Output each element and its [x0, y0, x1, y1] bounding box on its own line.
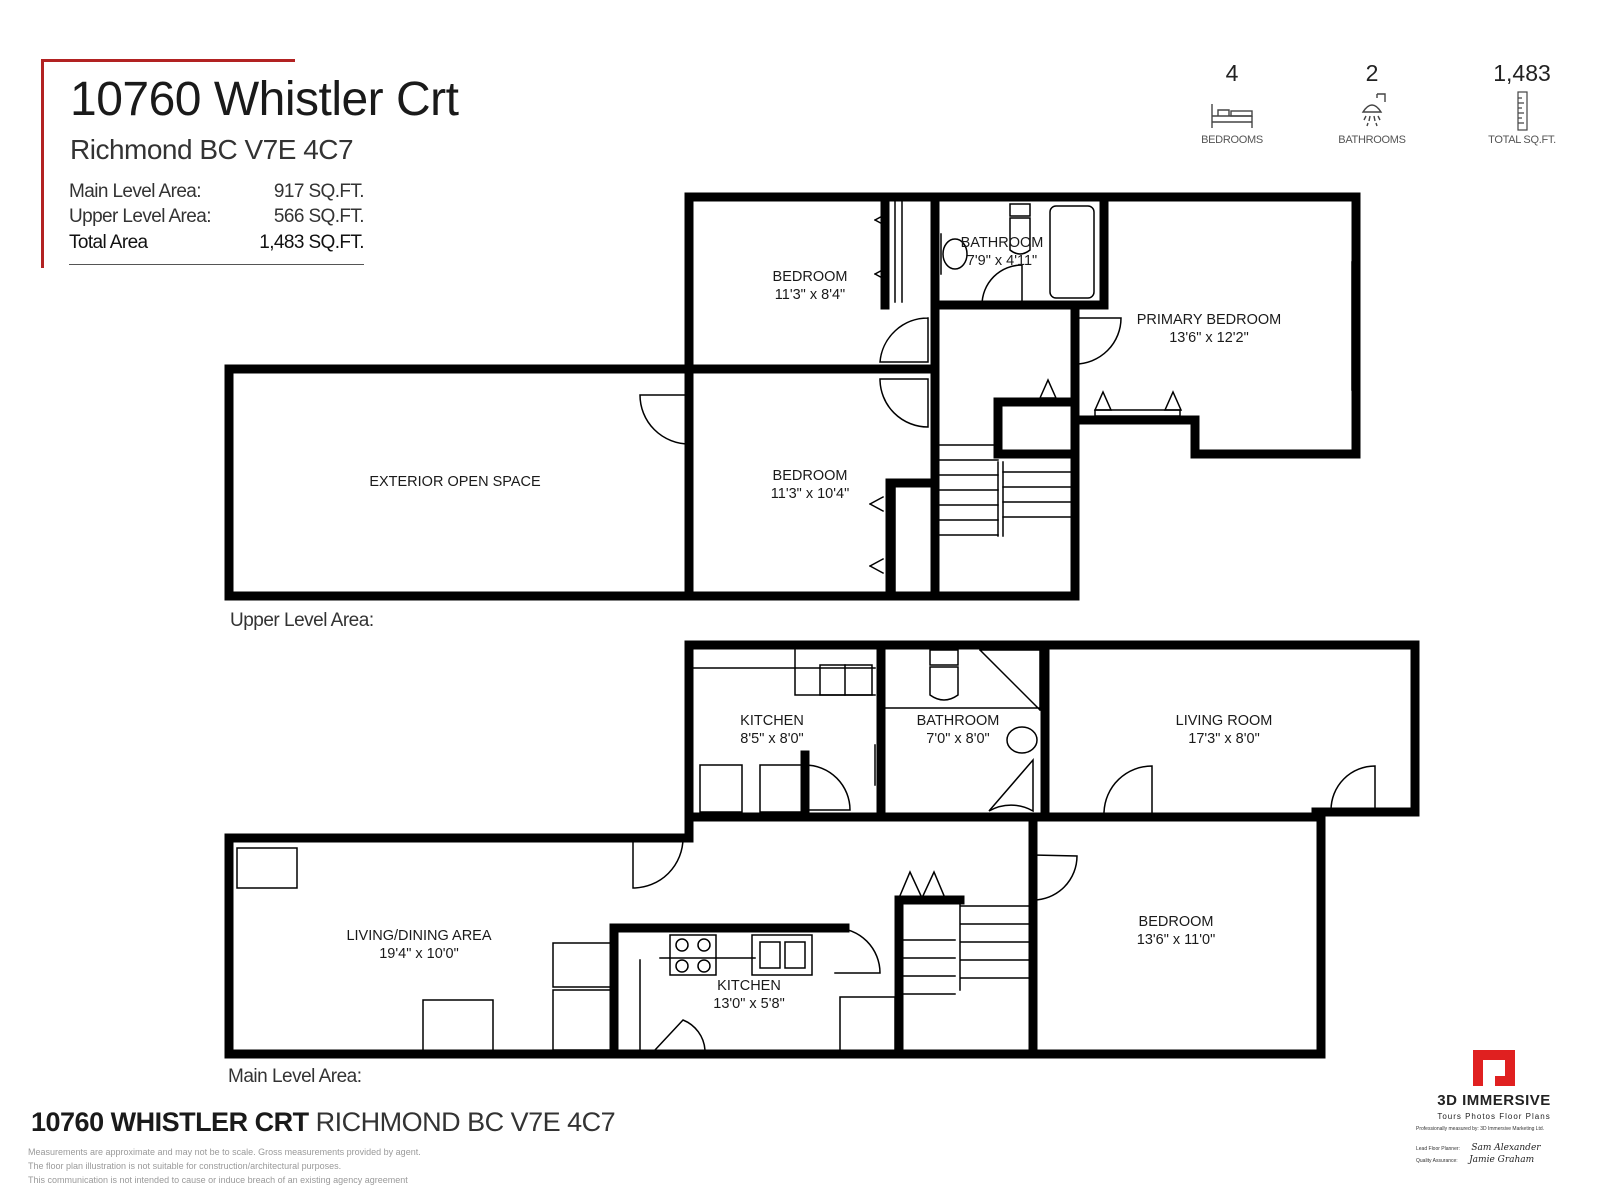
sqft-count: 1,483 — [1493, 60, 1551, 86]
area-divider — [69, 264, 364, 265]
room-label-primary-bedroom: PRIMARY BEDROOM — [1137, 312, 1282, 328]
quality-assurance: Quality Assurance: Jamie Graham — [1416, 1155, 1534, 1165]
footer-address-city: RICHMOND BC V7E 4C7 — [315, 1107, 616, 1137]
upper-level-caption: Upper Level Area: — [230, 610, 374, 631]
measured-by: Professionally measured by: 3D Immersive… — [1416, 1126, 1545, 1132]
main-level-caption: Main Level Area: — [228, 1066, 362, 1087]
room-label-bedroom-top: BEDROOM — [773, 269, 848, 285]
total-area-row: Total Area 1,483 SQ.FT. — [69, 232, 365, 254]
main-area-row: Main Level Area: 917 SQ.FT. — [69, 181, 365, 203]
bed-icon — [1162, 88, 1302, 134]
room-label-exterior: EXTERIOR OPEN SPACE — [369, 474, 541, 490]
room-label-bathroom-upper: BATHROOM — [961, 235, 1044, 251]
disclaimer-line-2: The floor plan illustration is not suita… — [28, 1161, 342, 1171]
sqft-label: TOTAL SQ.FT. — [1488, 134, 1556, 146]
upper-room-labels: BEDROOM 11'3" x 8'4" BATHROOM 7'9" x 4'1… — [369, 235, 1281, 502]
lead-planner-signature: Sam Alexander — [1471, 1143, 1541, 1153]
main-area-label: Main Level Area: — [69, 181, 202, 202]
company-name: 3D IMMERSIVE — [1437, 1092, 1551, 1109]
upper-area-value: 566 SQ.FT. — [273, 206, 365, 227]
sqft-stat: 1,483 TOTAL SQ.FT. — [1452, 58, 1592, 146]
shower-icon — [1302, 88, 1442, 134]
room-dims-bathroom-main: 7'0" x 8'0" — [926, 731, 989, 747]
footer-address-street: 10760 WHISTLER CRT — [31, 1107, 309, 1137]
main-room-labels: KITCHEN 8'5" x 8'0" BATHROOM 7'0" x 8'0"… — [346, 713, 1272, 1012]
company-logo-icon — [1473, 1050, 1515, 1086]
room-label-living-dining: LIVING/DINING AREA — [346, 928, 491, 944]
room-label-living-room: LIVING ROOM — [1176, 713, 1273, 729]
room-dims-kitchen-small: 8'5" x 8'0" — [740, 731, 803, 747]
room-label-bedroom-main: BEDROOM — [1139, 914, 1214, 930]
lead-planner-label: Lead Floor Planner: — [1416, 1146, 1460, 1152]
bedrooms-label: BEDROOMS — [1201, 134, 1263, 146]
total-area-value: 1,483 SQ.FT. — [259, 232, 364, 253]
room-dims-primary-bedroom: 13'6" x 12'2" — [1169, 330, 1249, 346]
header-accent-top — [42, 59, 295, 62]
room-label-kitchen-main: KITCHEN — [717, 978, 781, 994]
room-label-bathroom-main: BATHROOM — [917, 713, 1000, 729]
bathrooms-stat: 2 BATHROOMS — [1302, 58, 1442, 146]
lead-planner: Lead Floor Planner: Sam Alexander — [1416, 1143, 1541, 1153]
room-dims-bedroom-lower: 11'3" x 10'4" — [771, 486, 849, 502]
room-dims-bedroom-main: 13'6" x 11'0" — [1137, 932, 1215, 948]
total-area-label: Total Area — [69, 232, 148, 253]
upper-level-details — [639, 199, 1353, 597]
room-dims-living-dining: 19'4" x 10'0" — [379, 946, 459, 962]
bedrooms-stat: 4 BEDROOMS — [1162, 58, 1302, 146]
quality-assurance-signature: Jamie Graham — [1469, 1155, 1535, 1165]
disclaimer-line-3: This communication is not intended to ca… — [28, 1175, 408, 1185]
room-dims-bedroom-top: 11'3" x 8'4" — [775, 287, 845, 303]
upper-level-walls — [224, 192, 1361, 601]
header-accent-left — [41, 59, 44, 268]
upper-area-label: Upper Level Area: — [69, 206, 212, 227]
bathrooms-label: BATHROOMS — [1338, 134, 1406, 146]
upper-area-row: Upper Level Area: 566 SQ.FT. — [69, 206, 365, 228]
room-dims-living-room: 17'3" x 8'0" — [1188, 731, 1259, 747]
room-label-kitchen-small: KITCHEN — [740, 713, 804, 729]
page-subtitle: Richmond BC V7E 4C7 — [70, 134, 354, 165]
bathrooms-count: 2 — [1365, 60, 1379, 86]
main-area-value: 917 SQ.FT. — [273, 181, 365, 202]
disclaimer-line-1: Measurements are approximate and may not… — [28, 1147, 421, 1157]
ruler-icon — [1452, 88, 1592, 134]
footer-address: 10760 WHISTLER CRT RICHMOND BC V7E 4C7 — [31, 1107, 616, 1138]
room-dims-bathroom-upper: 7'9" x 4'11" — [967, 253, 1037, 269]
quality-assurance-label: Quality Assurance: — [1416, 1158, 1458, 1164]
room-label-bedroom-lower: BEDROOM — [773, 468, 848, 484]
main-level-details — [231, 648, 1413, 1055]
room-dims-kitchen-main: 13'0" x 5'8" — [713, 996, 784, 1012]
company-tagline: Tours Photos Floor Plans — [1437, 1112, 1551, 1121]
page-title: 10760 Whistler Crt — [70, 73, 459, 126]
main-level-walls — [224, 640, 1420, 1059]
bedrooms-count: 4 — [1225, 60, 1239, 86]
